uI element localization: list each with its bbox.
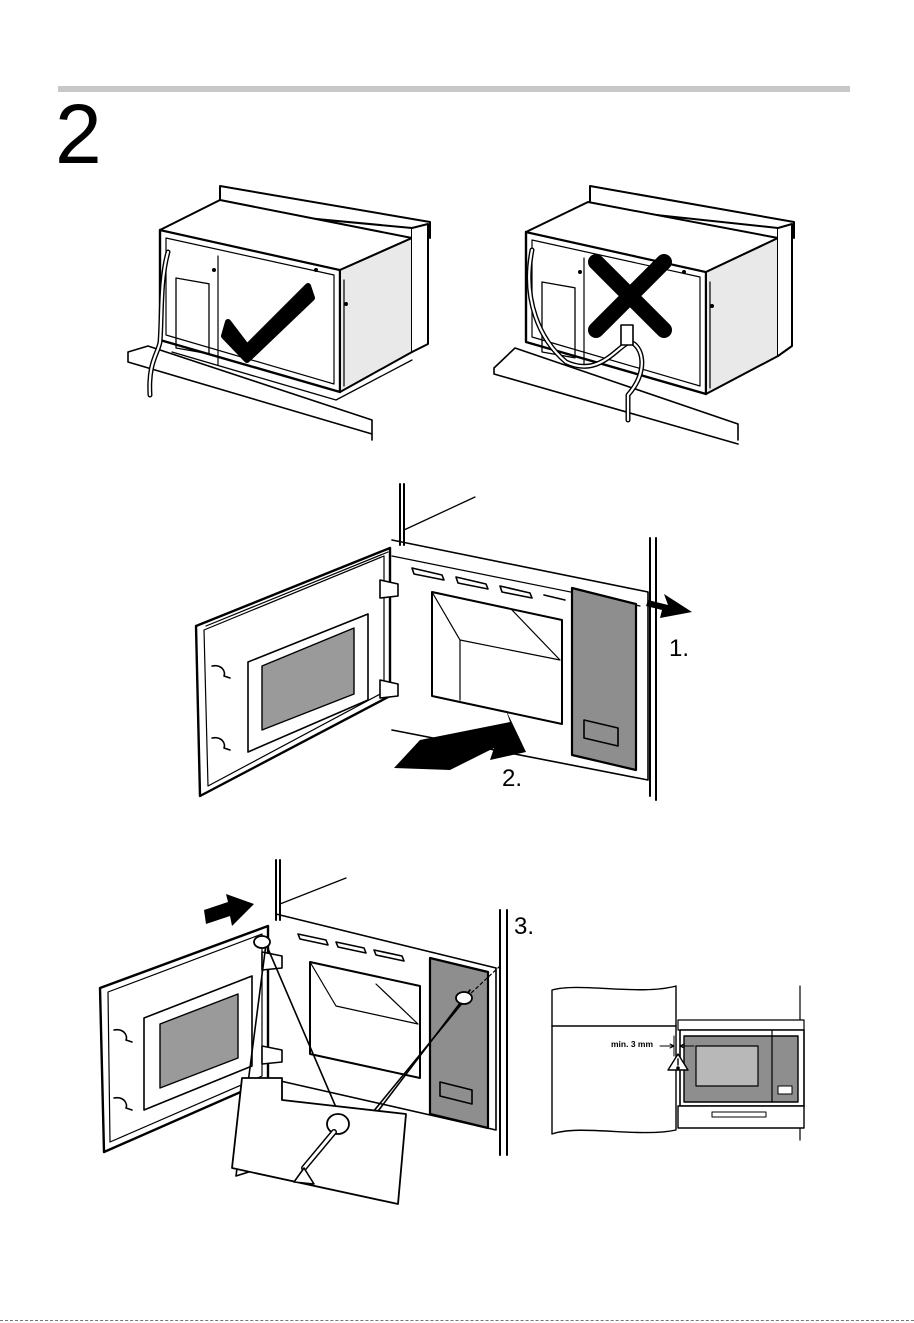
figure-incorrect-cable <box>494 186 794 444</box>
arrow-icon <box>646 594 692 618</box>
min-gap-label: min. 3 mm <box>611 1039 653 1049</box>
arrow-icon <box>394 710 526 770</box>
page-edge <box>0 1320 914 1321</box>
figure-min-gap <box>552 986 804 1140</box>
step-1-label: 1. <box>669 635 689 662</box>
figure-correct-cable <box>128 186 430 440</box>
figure-insert-oven <box>196 484 692 800</box>
step-2-label: 2. <box>502 765 522 792</box>
arrow-icon <box>204 894 254 926</box>
step-3-label: 3. <box>514 913 534 940</box>
figure-fasten-screws <box>100 860 507 1204</box>
